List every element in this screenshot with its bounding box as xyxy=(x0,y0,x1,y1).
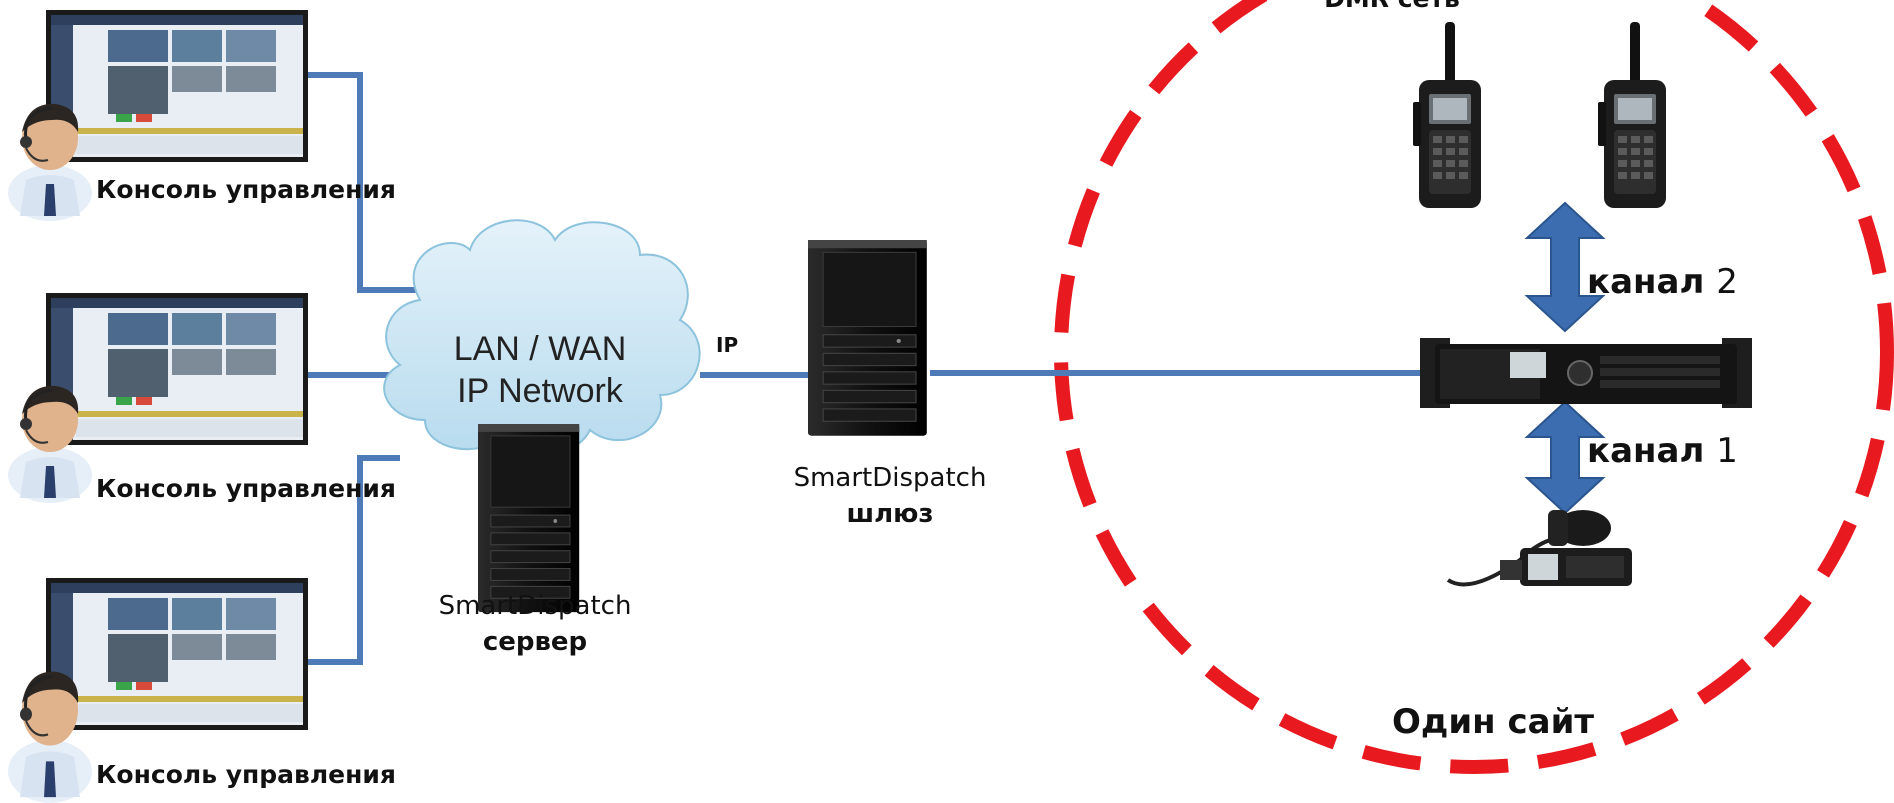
console-label-2: Консоль управления xyxy=(96,474,396,503)
mobile-radio xyxy=(1446,510,1632,587)
repeater xyxy=(1420,338,1752,408)
network-line-2: IP Network xyxy=(457,372,623,410)
channel-2-number: 2 xyxy=(1716,262,1738,302)
dmr-network-label: DMR сеть xyxy=(1322,0,1462,13)
gateway-role: шлюз xyxy=(846,499,934,529)
channel-2-word: канал xyxy=(1587,262,1705,302)
site-boundary xyxy=(1054,0,1894,774)
server-name: SmartDispatch xyxy=(438,591,632,621)
gateway-tower xyxy=(807,239,928,437)
link-console-1 xyxy=(300,72,430,293)
gateway-name: SmartDispatch xyxy=(793,463,987,493)
network-cloud xyxy=(383,219,701,456)
link-console-3 xyxy=(300,455,400,665)
console-screen-2 xyxy=(46,293,308,445)
handheld-radio-1 xyxy=(1413,22,1481,208)
channel-arrow-2 xyxy=(1524,201,1606,333)
network-label: LAN / WAN IP Network xyxy=(430,328,650,412)
channel-1-label: канал 1 xyxy=(1587,431,1738,471)
network-line-1: LAN / WAN xyxy=(453,330,627,368)
channel-1-number: 1 xyxy=(1716,431,1738,471)
server-label: SmartDispatch сервер xyxy=(420,588,650,660)
channel-2-label: канал 2 xyxy=(1587,262,1738,302)
console-label-3: Консоль управления xyxy=(96,760,396,789)
gateway-label: SmartDispatch шлюз xyxy=(770,460,1010,532)
console-screen-3 xyxy=(46,578,308,730)
console-screen-1 xyxy=(46,10,308,162)
ip-link-label: IP xyxy=(716,333,739,357)
site-name-label: Один сайт xyxy=(1392,702,1595,742)
console-label-1: Консоль управления xyxy=(96,175,396,204)
handheld-radio-2 xyxy=(1598,22,1666,208)
connections xyxy=(300,72,1430,665)
server-role: сервер xyxy=(482,627,588,657)
server-tower xyxy=(477,423,580,613)
channel-1-word: канал xyxy=(1587,431,1705,471)
